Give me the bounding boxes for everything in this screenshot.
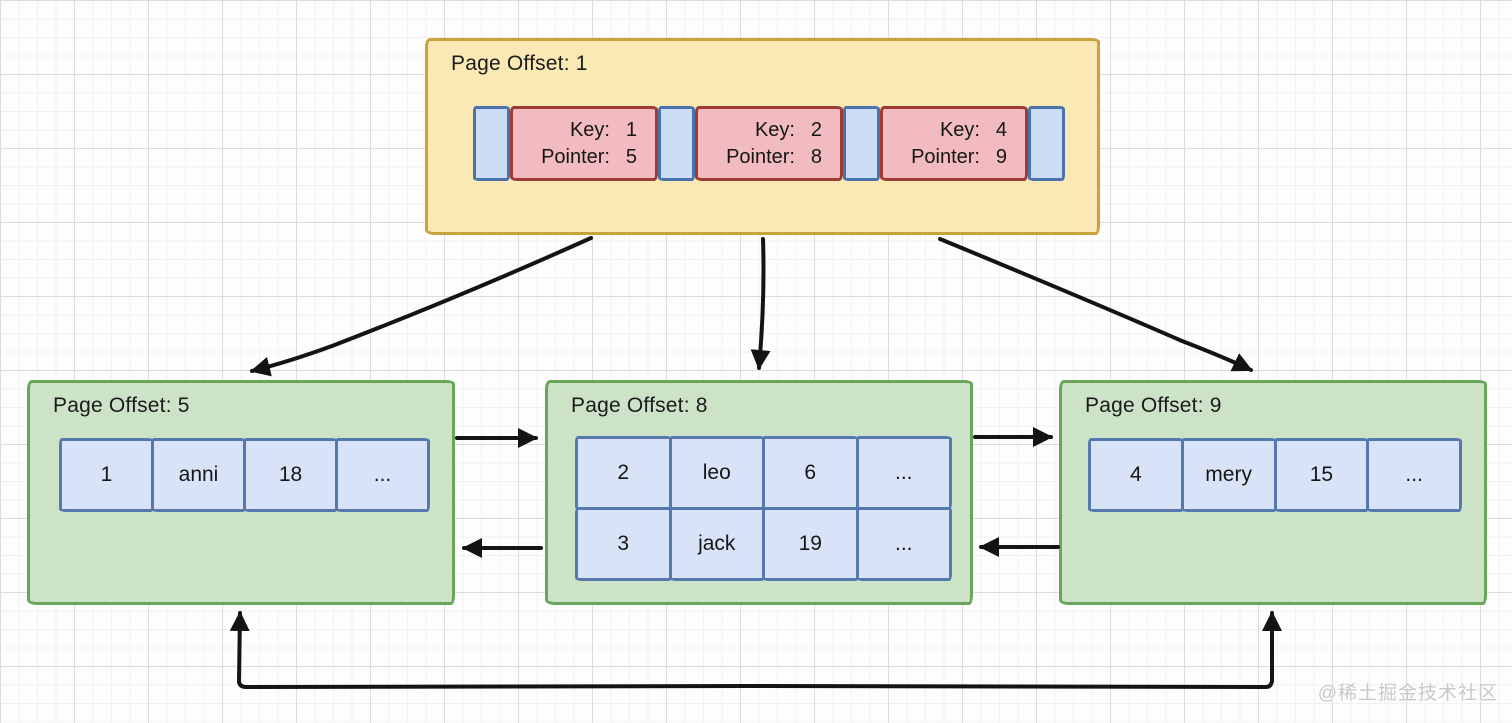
key-line: Key: 2 bbox=[698, 117, 822, 144]
record-cell: leo bbox=[668, 436, 765, 510]
leaf-node-title: Page Offset: 5 bbox=[53, 394, 190, 417]
arrow-leaf9-leaf5-loop bbox=[229, 611, 1282, 689]
record-cell: 15 bbox=[1273, 438, 1370, 512]
key-pointer-cell: Key: 4 Pointer: 9 bbox=[880, 106, 1028, 181]
pointer-value: 9 bbox=[995, 145, 1007, 168]
key-pointer-cell: Key: 2 Pointer: 8 bbox=[695, 106, 843, 181]
record-cell: 2 bbox=[575, 436, 672, 510]
key-value: 4 bbox=[995, 118, 1007, 141]
record-row: 4 mery 15 ... bbox=[1088, 438, 1462, 512]
pointer-slot bbox=[658, 106, 695, 181]
key-line: Key: 1 bbox=[513, 117, 637, 144]
pointer-slot bbox=[843, 106, 880, 181]
key-label: Key: bbox=[939, 118, 980, 141]
key-pointer-cell: Key: 1 Pointer: 5 bbox=[510, 106, 658, 181]
leaf-node-title: Page Offset: 9 bbox=[1085, 394, 1222, 417]
record-cell: ... bbox=[855, 436, 952, 510]
record-cell: 18 bbox=[243, 438, 338, 512]
arrow-root-to-leaf5 bbox=[250, 236, 593, 377]
record-cell: 19 bbox=[762, 507, 859, 581]
leaf-node-page-8: Page Offset: 8 2 leo 6 ... 3 jack 19 ... bbox=[545, 380, 973, 605]
record-row: 2 leo 6 ... bbox=[575, 436, 952, 510]
pointer-slot bbox=[1028, 106, 1065, 181]
record-cell: 3 bbox=[575, 507, 672, 581]
record-row: 3 jack 19 ... bbox=[575, 507, 952, 581]
record-rows: 1 anni 18 ... bbox=[59, 438, 430, 512]
pointer-label: Pointer: bbox=[541, 145, 610, 168]
pointer-label: Pointer: bbox=[726, 145, 795, 168]
key-value: 2 bbox=[810, 118, 822, 141]
leaf-node-title: Page Offset: 8 bbox=[571, 394, 708, 417]
record-rows: 2 leo 6 ... 3 jack 19 ... bbox=[575, 436, 952, 581]
record-cell: jack bbox=[668, 507, 765, 581]
record-cell: 1 bbox=[59, 438, 154, 512]
record-cell: mery bbox=[1180, 438, 1277, 512]
key-label: Key: bbox=[754, 118, 795, 141]
arrow-root-to-leaf9 bbox=[938, 237, 1253, 372]
arrow-root-to-leaf8 bbox=[750, 237, 771, 370]
record-cell: ... bbox=[1366, 438, 1462, 512]
pointer-value: 5 bbox=[625, 145, 637, 168]
internal-node-title: Page Offset: 1 bbox=[451, 52, 588, 75]
pointer-line: Pointer: 8 bbox=[698, 144, 822, 171]
record-cell: 6 bbox=[762, 436, 859, 510]
record-rows: 4 mery 15 ... bbox=[1088, 438, 1462, 512]
record-cell: ... bbox=[335, 438, 430, 512]
pointer-line: Pointer: 5 bbox=[513, 144, 637, 171]
pointer-label: Pointer: bbox=[911, 145, 980, 168]
key-value: 1 bbox=[625, 118, 637, 141]
leaf-node-page-9: Page Offset: 9 4 mery 15 ... bbox=[1059, 380, 1487, 605]
pointer-value: 8 bbox=[810, 145, 822, 168]
leaf-node-page-5: Page Offset: 5 1 anni 18 ... bbox=[27, 380, 455, 605]
key-label: Key: bbox=[569, 118, 610, 141]
watermark: @稀土掘金技术社区 bbox=[1317, 683, 1498, 704]
record-row: 1 anni 18 ... bbox=[59, 438, 430, 512]
record-cell: anni bbox=[151, 438, 246, 512]
internal-node-page-1: Page Offset: 1 Key: 1 Pointer: 5 Key: 2 bbox=[425, 38, 1100, 235]
record-cell: ... bbox=[855, 507, 952, 581]
record-cell: 4 bbox=[1088, 438, 1184, 512]
pointer-slot bbox=[473, 106, 510, 181]
key-line: Key: 4 bbox=[883, 117, 1007, 144]
pointer-line: Pointer: 9 bbox=[883, 144, 1007, 171]
key-pointer-row: Key: 1 Pointer: 5 Key: 2 Pointer: 8 bbox=[473, 106, 1065, 181]
